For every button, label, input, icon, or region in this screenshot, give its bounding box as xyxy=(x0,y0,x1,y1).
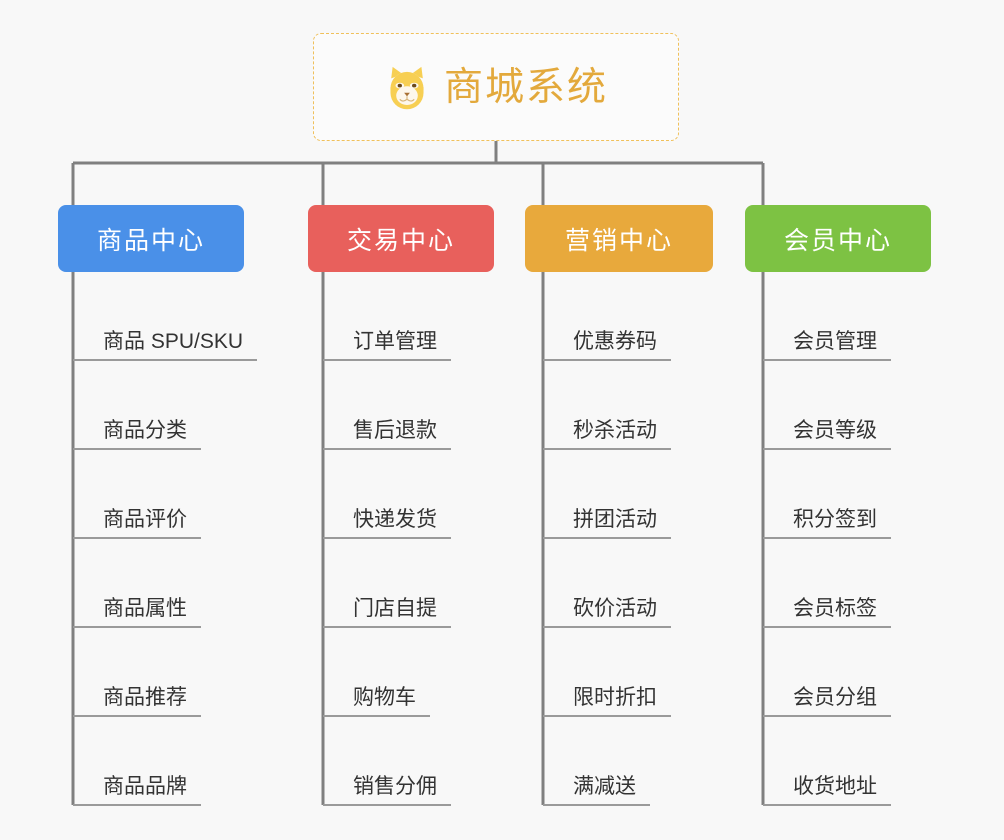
leaf-item-label: 会员管理 xyxy=(763,330,891,361)
leaf-item-label: 商品推荐 xyxy=(73,686,201,717)
leaf-item[interactable]: 限时折扣 xyxy=(543,628,671,717)
leaf-item-label: 收货地址 xyxy=(763,775,891,806)
leaf-item[interactable]: 商品分类 xyxy=(73,361,257,450)
leaf-item[interactable]: 门店自提 xyxy=(323,539,451,628)
leaf-item-label: 会员等级 xyxy=(763,419,891,450)
leaf-item-label: 销售分佣 xyxy=(323,775,451,806)
leaf-item-label: 门店自提 xyxy=(323,597,451,628)
category-card[interactable]: 营销中心 xyxy=(525,205,713,272)
leaf-item[interactable]: 积分签到 xyxy=(763,450,891,539)
leaf-item[interactable]: 订单管理 xyxy=(323,272,451,361)
leaf-item[interactable]: 商品属性 xyxy=(73,539,257,628)
leaf-item[interactable]: 会员标签 xyxy=(763,539,891,628)
leaf-item[interactable]: 快递发货 xyxy=(323,450,451,539)
leaf-item[interactable]: 优惠券码 xyxy=(543,272,671,361)
shiba-dog-face-icon xyxy=(384,64,430,110)
leaf-item-label: 购物车 xyxy=(323,686,430,717)
leaf-item-label: 积分签到 xyxy=(763,508,891,539)
leaf-item-label: 商品品牌 xyxy=(73,775,201,806)
leaf-item[interactable]: 商品品牌 xyxy=(73,717,257,806)
category-card[interactable]: 交易中心 xyxy=(308,205,494,272)
leaf-item-label: 秒杀活动 xyxy=(543,419,671,450)
leaf-list: 会员管理会员等级积分签到会员标签会员分组收货地址 xyxy=(763,272,891,806)
leaf-item-label: 拼团活动 xyxy=(543,508,671,539)
leaf-item-label: 限时折扣 xyxy=(543,686,671,717)
leaf-item-label: 快递发货 xyxy=(323,508,451,539)
category-label: 交易中心 xyxy=(346,226,455,255)
leaf-item-label: 满减送 xyxy=(543,775,650,806)
leaf-item[interactable]: 售后退款 xyxy=(323,361,451,450)
category-label: 营销中心 xyxy=(564,226,673,255)
leaf-item-label: 商品属性 xyxy=(73,597,201,628)
leaf-item[interactable]: 商品推荐 xyxy=(73,628,257,717)
leaf-item-label: 售后退款 xyxy=(323,419,451,450)
leaf-item[interactable]: 商品 SPU/SKU xyxy=(73,272,258,361)
leaf-item-label: 会员分组 xyxy=(763,686,891,717)
leaf-list: 订单管理售后退款快递发货门店自提购物车销售分佣 xyxy=(323,272,451,806)
leaf-item-label: 商品 SPU/SKU xyxy=(73,330,258,361)
leaf-item-label: 砍价活动 xyxy=(543,597,671,628)
leaf-item[interactable]: 会员等级 xyxy=(763,361,891,450)
leaf-item[interactable]: 拼团活动 xyxy=(543,450,671,539)
category-label: 会员中心 xyxy=(783,226,892,255)
leaf-item[interactable]: 砍价活动 xyxy=(543,539,671,628)
leaf-item[interactable]: 销售分佣 xyxy=(323,717,451,806)
leaf-item-label: 订单管理 xyxy=(323,330,451,361)
leaf-item[interactable]: 收货地址 xyxy=(763,717,891,806)
leaf-item-label: 商品分类 xyxy=(73,419,201,450)
leaf-item-label: 商品评价 xyxy=(73,508,201,539)
category-card[interactable]: 会员中心 xyxy=(745,205,931,272)
leaf-item[interactable]: 购物车 xyxy=(323,628,451,717)
leaf-item-label: 优惠券码 xyxy=(543,330,671,361)
root-title: 商城系统 xyxy=(443,65,608,109)
category-label: 商品中心 xyxy=(96,226,205,255)
leaf-item[interactable]: 满减送 xyxy=(543,717,671,806)
root-node[interactable]: 商城系统 xyxy=(313,33,679,141)
leaf-item-label: 会员标签 xyxy=(763,597,891,628)
leaf-list: 优惠券码秒杀活动拼团活动砍价活动限时折扣满减送 xyxy=(543,272,671,806)
leaf-list: 商品 SPU/SKU 商品分类商品评价商品属性商品推荐商品品牌 xyxy=(73,272,258,806)
leaf-item[interactable]: 会员分组 xyxy=(763,628,891,717)
leaf-item[interactable]: 会员管理 xyxy=(763,272,891,361)
leaf-item[interactable]: 秒杀活动 xyxy=(543,361,671,450)
leaf-item[interactable]: 商品评价 xyxy=(73,450,257,539)
category-card[interactable]: 商品中心 xyxy=(58,205,244,272)
